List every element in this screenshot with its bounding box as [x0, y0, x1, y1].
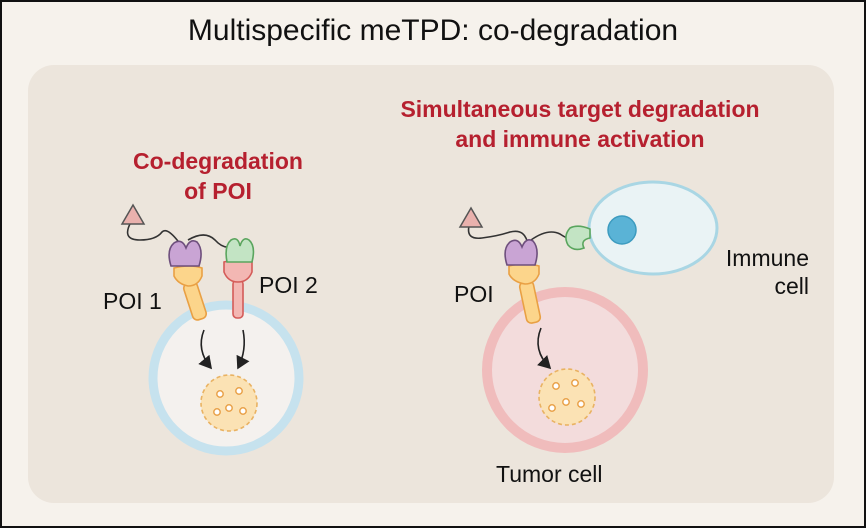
left-heading-line1: Co-degradation: [133, 148, 303, 174]
left-ligand-triangle: [120, 203, 146, 225]
right-heading: Simultaneous target degradation and immu…: [345, 94, 815, 154]
tumor-cell-label: Tumor cell: [496, 461, 603, 487]
poi2-label: POI 2: [259, 272, 318, 298]
immune-cell-label: Immune cell: [705, 244, 809, 300]
immune-engager-binder: [565, 225, 591, 251]
poi-label: POI: [454, 281, 494, 307]
right-ligand-triangle: [458, 206, 484, 228]
immune-cell-label-line1: Immune: [725, 245, 809, 271]
poi2-binder: [225, 238, 255, 263]
poi1-receptor: [173, 265, 208, 321]
immune-cell-label-line2: cell: [774, 273, 809, 299]
content-panel: [28, 65, 834, 503]
poi1-label: POI 1: [103, 288, 162, 314]
immune-cell: [587, 180, 719, 276]
left-heading: Co-degradation of POI: [98, 146, 338, 206]
left-heading-line2: of POI: [184, 178, 252, 204]
right-internalization-arrow: [536, 327, 552, 370]
poi1-binder: [168, 240, 202, 267]
right-heading-line1: Simultaneous target degradation: [400, 96, 760, 122]
left-internalization-arrows: [198, 329, 250, 370]
left-lysosome: [200, 374, 258, 432]
right-heading-line2: and immune activation: [455, 126, 705, 152]
poi-binder: [504, 239, 538, 266]
right-lysosome: [538, 368, 596, 426]
figure-title: Multispecific meTPD: co-degradation: [187, 14, 679, 47]
